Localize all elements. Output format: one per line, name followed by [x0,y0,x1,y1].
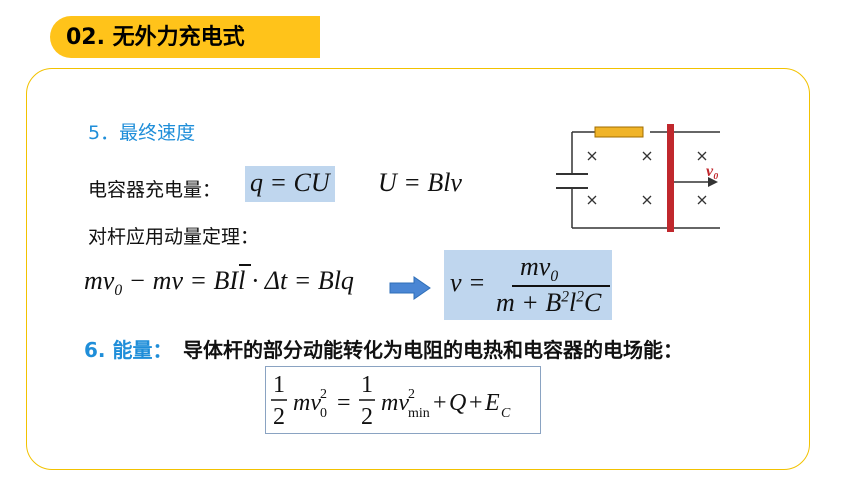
svg-text:mv: mv [381,390,409,416]
voltage-equation: U = Blv [378,168,462,197]
resistor [594,126,644,138]
charge-label: 电容器充电量： [88,179,222,201]
magnetic-field-markers [587,151,707,205]
average-current-bar [239,264,251,266]
section-6-text: 导体杆的部分动能转化为电阻的电热和电容器的电场能： [183,338,683,362]
section-5-heading: 5．最终速度 [88,122,196,144]
svg-text:2: 2 [408,387,415,402]
result-numerator: mv0 [520,252,559,286]
charge-equation: q = CU [250,168,330,197]
circuit-diagram: v₀ [556,124,720,232]
energy-equation: 1 2 mv 0 2 = 1 2 mv 2 min + Q + E C [271,372,511,430]
svg-text:0: 0 [320,406,327,421]
svg-text:E: E [484,390,500,416]
svg-text:min: min [408,406,430,421]
right-arrow-icon [389,276,431,300]
velocity-label: v₀ [706,163,719,180]
charge-equation-highlight [245,166,335,202]
result-lhs: v = [450,268,486,297]
svg-text:mv: mv [293,390,321,416]
svg-text:2: 2 [320,387,327,402]
energy-equation-box [265,366,541,434]
slide-title: 02. 无外力充电式 [66,25,245,50]
velocity-arrowhead-icon [708,177,718,187]
theorem-label: 对杆应用动量定理： [88,226,260,248]
svg-text:=: = [337,390,351,416]
section-6-heading: 6. 能量： [84,338,173,362]
svg-text:2: 2 [273,404,285,430]
result-fraction-bar [512,285,610,287]
result-denominator: m + B2l2C [496,288,602,317]
momentum-equation: mv0 − mv = BIl · Δt = Blq [84,266,354,300]
svg-text:Q: Q [449,390,466,416]
title-banner [50,16,320,58]
svg-text:2: 2 [361,404,373,430]
svg-text:1: 1 [361,372,373,398]
svg-text:+: + [433,390,447,416]
conducting-rod [667,124,674,232]
content-frame [26,68,810,470]
svg-text:+: + [469,390,483,416]
svg-text:C: C [501,406,511,421]
svg-text:1: 1 [273,372,285,398]
